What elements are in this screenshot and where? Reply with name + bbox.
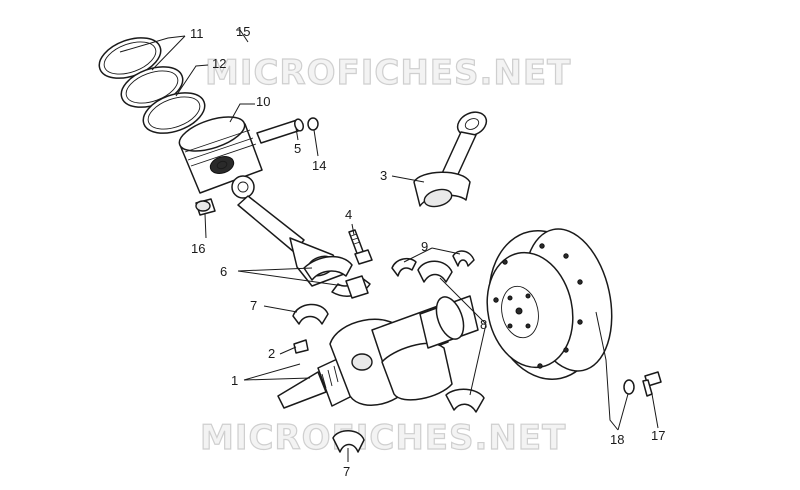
callout-9: 9 [421, 239, 428, 254]
callout-17: 17 [651, 428, 665, 443]
circlip [307, 117, 319, 131]
main-bearing-shells [391, 250, 485, 413]
flywheel [486, 228, 613, 380]
flywheel-bolt [642, 371, 662, 397]
connecting-rod [413, 111, 488, 208]
piston-pin-bore [209, 156, 235, 174]
small-end-bushing [195, 198, 216, 216]
callout-11: 11 [190, 26, 204, 41]
callout-16: 16 [191, 241, 205, 256]
main-bearing-shell-upper [292, 303, 329, 325]
woodruff-key [293, 339, 309, 354]
watermark-bottom: MICROFICHES.NET [200, 418, 566, 458]
callout-4: 4 [345, 207, 352, 222]
main-bearing-shell-lower [332, 430, 365, 453]
callout-2: 2 [268, 346, 275, 361]
washer [623, 379, 635, 395]
big-end-cap [303, 256, 371, 299]
oil-scraper-ring [142, 92, 206, 134]
callout-1: 1 [231, 373, 238, 388]
callout-18: 18 [610, 432, 624, 447]
leader-lines [119, 29, 659, 462]
rod-bolt [348, 229, 373, 265]
callout-10: 10 [256, 94, 270, 109]
piston-rings [98, 37, 206, 134]
callout-5: 5 [294, 141, 301, 156]
crankshaft [277, 295, 479, 409]
callout-14: 14 [312, 158, 326, 173]
callout-15: 15 [236, 24, 250, 39]
callout-7-lower: 7 [343, 464, 350, 479]
watermark-top: MICROFICHES.NET [205, 53, 571, 93]
callout-6: 6 [220, 264, 227, 279]
callout-12: 12 [212, 56, 226, 71]
callout-7-upper: 7 [250, 298, 257, 313]
callout-3: 3 [380, 168, 387, 183]
piston-pin [256, 118, 304, 144]
callout-8: 8 [480, 317, 487, 332]
